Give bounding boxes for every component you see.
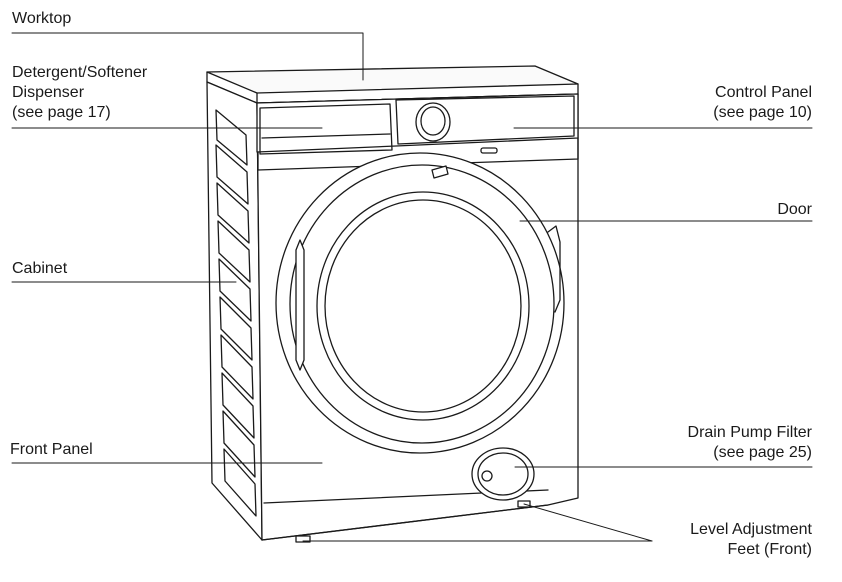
label-detergent-line1: Detergent/Softener [12, 64, 148, 81]
label-detergent-line2: Dispenser [12, 84, 85, 101]
label-detergent-dispenser: Detergent/Softener Dispenser (see page 1… [12, 63, 147, 123]
label-control-panel: Control Panel (see page 10) [713, 83, 812, 123]
label-control-panel-line1: Control Panel [715, 84, 812, 101]
drain-filter-shape [471, 447, 535, 501]
label-control-panel-line2: (see page 10) [713, 104, 812, 121]
label-level-feet-line2: Feet (Front) [727, 541, 812, 558]
label-drain-filter-line1: Drain Pump Filter [687, 424, 812, 441]
label-front-panel: Front Panel [10, 441, 93, 458]
label-door: Door [777, 201, 812, 218]
label-cabinet: Cabinet [12, 260, 68, 277]
label-drain-pump-filter: Drain Pump Filter (see page 25) [688, 423, 812, 463]
leader-lines [11, 32, 813, 542]
label-level-adjustment-feet: Level Adjustment Feet (Front) [690, 520, 812, 560]
label-drain-filter-line2: (see page 25) [713, 444, 812, 461]
label-detergent-line3: (see page 17) [12, 104, 111, 121]
label-level-feet-line1: Level Adjustment [690, 521, 812, 538]
label-worktop: Worktop [12, 10, 72, 27]
cabinet-side [206, 81, 263, 541]
door-shape [275, 152, 565, 454]
control-panel-shape [256, 93, 579, 171]
leader-worktop [11, 32, 364, 81]
leader-level-feet-right [523, 503, 653, 542]
